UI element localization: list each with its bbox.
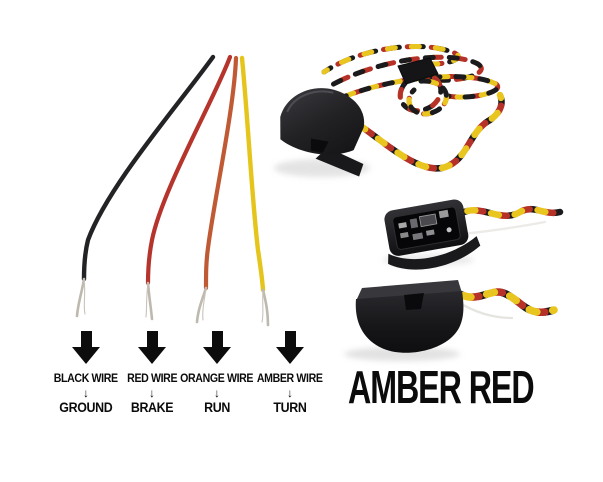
bundle-wrap-knot — [397, 57, 439, 85]
twisted-wire — [452, 288, 558, 316]
module-shadow — [344, 347, 460, 361]
twisted-pigtail — [348, 91, 505, 172]
pcb — [392, 206, 461, 250]
amber-wire-stripped-tip — [261, 288, 270, 327]
white-wire — [460, 220, 547, 236]
housing-notch — [310, 138, 329, 153]
photo-top-module-with-harness — [274, 44, 505, 177]
housing-highlight — [286, 90, 334, 113]
product-title: AMBER RED — [348, 361, 535, 413]
orange-wire — [203, 55, 239, 291]
housing-notch — [404, 293, 424, 310]
product-title-text: AMBER RED — [348, 361, 535, 413]
orange-wire-stripped-tip — [195, 286, 208, 324]
twisted-wire — [456, 205, 564, 219]
black-wire-strand — [83, 279, 86, 315]
black-wire — [81, 54, 216, 282]
housing-top-face — [356, 280, 462, 301]
orange-wire-strand — [202, 288, 207, 321]
module-housing — [280, 88, 365, 177]
photo-middle-module-back — [382, 199, 564, 270]
amber-wire-strand — [261, 290, 264, 323]
white-wire — [456, 300, 514, 320]
loose-wires-diagram — [75, 54, 270, 327]
black-wire-stripped-tip — [75, 277, 86, 318]
red-wire — [145, 54, 233, 286]
photo-bottom-module-front — [344, 280, 558, 361]
amber-wire — [239, 55, 266, 293]
red-wire-strand — [145, 283, 149, 318]
mount-flange — [388, 236, 481, 270]
pcb-components — [398, 209, 452, 241]
module-housing — [384, 199, 481, 270]
red-wire-stripped-tip — [146, 281, 154, 321]
wire-bundle — [321, 44, 501, 117]
module-housing — [355, 280, 464, 353]
